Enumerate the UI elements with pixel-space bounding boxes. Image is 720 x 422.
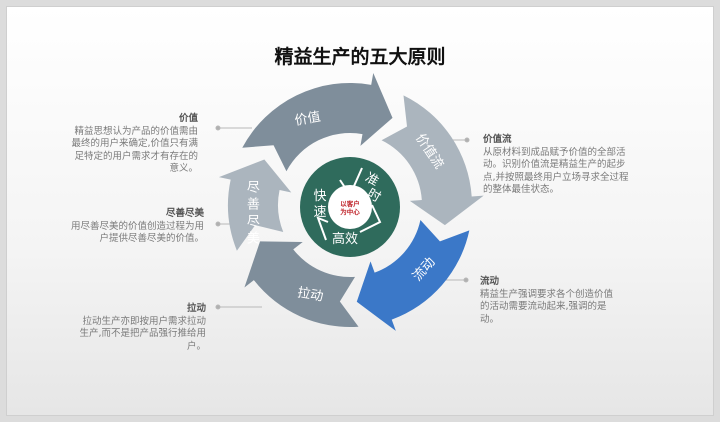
segment-label-pull: 拉动 — [296, 285, 324, 304]
center-core — [328, 185, 372, 229]
desc-value-heading: 价值 — [178, 113, 198, 124]
segment-pull — [244, 241, 359, 328]
desc-flow-text: 精益生产强调要求各个创造价值的活动需要流动起来,强调的是动。 — [480, 288, 614, 325]
desc-value: 价值 精益思想认为产品的价值需由最终的用户来确定,价值只有满足特定的用户需求才有… — [70, 113, 198, 176]
connector-dot — [215, 125, 221, 131]
segment-label-value: 价值 — [293, 109, 321, 129]
segment-perfection — [218, 159, 292, 251]
desc-value-stream-text: 从原材料到成品赋予价值的全部活动。识别价值流是精益生产的起步点,并按照最终用户立… — [483, 146, 629, 196]
desc-pull-heading: 拉动 — [186, 303, 206, 314]
segment-value-stream — [381, 95, 484, 226]
segment-label-perfection: 美 — [247, 231, 260, 246]
segment-label-perfection: 尽 — [247, 214, 260, 229]
ring-label-fast-1: 快 — [313, 189, 326, 204]
ring-label-fast-2: 速 — [313, 205, 326, 220]
ring-arrow-divider — [339, 167, 363, 198]
page-title: 精益生产的五大原则 — [274, 46, 446, 68]
desc-perfection-heading: 尽善尽美 — [165, 208, 204, 219]
ring-arrow-divider — [359, 204, 382, 233]
desc-value-stream: 价值流 从原材料到成品赋予价值的全部活动。识别价值流是精益生产的起步点,并按照最… — [483, 134, 635, 197]
desc-value-stream-heading: 价值流 — [483, 134, 512, 145]
ring-label-ontime-1: 准 — [362, 170, 381, 189]
desc-pull: 拉动 拉动生产亦即按用户需求拉动生产,而不是把产品强行推给用户。 — [76, 303, 206, 353]
segment-label-perfection: 尽 — [247, 180, 260, 195]
desc-perfection: 尽善尽美 用尽善尽美的价值创造过程为用户提供尽善尽美的价值。 — [70, 208, 204, 246]
segment-label-perfection: 善 — [247, 196, 260, 212]
connector-dot — [463, 277, 469, 283]
center-label-line2: 为中心 — [340, 207, 360, 216]
desc-perfection-text: 用尽善尽美的价值创造过程为用户提供尽善尽美的价值。 — [70, 220, 204, 245]
segment-flow — [356, 219, 470, 331]
center-label-line1: 以客户 — [340, 199, 360, 208]
desc-pull-text: 拉动生产亦即按用户需求拉动生产,而不是把产品强行推给用户。 — [79, 315, 206, 352]
ring-arrow-divider — [316, 216, 329, 241]
desc-flow-heading: 流动 — [480, 276, 500, 287]
segment-value — [242, 73, 393, 172]
desc-flow: 流动 精益生产强调要求各个创造价值的活动需要流动起来,强调的是动。 — [480, 276, 620, 326]
ring-label-ontime-2: 时 — [364, 186, 383, 205]
connector-dot — [215, 221, 221, 227]
ring-label-efficient: 高效 — [332, 231, 358, 247]
desc-value-text: 精益思想认为产品的价值需由最终的用户来确定,价值只有满足特定的用户需求才有存在的… — [71, 125, 198, 175]
connector-dot — [464, 137, 470, 143]
connector-dot — [215, 304, 221, 310]
